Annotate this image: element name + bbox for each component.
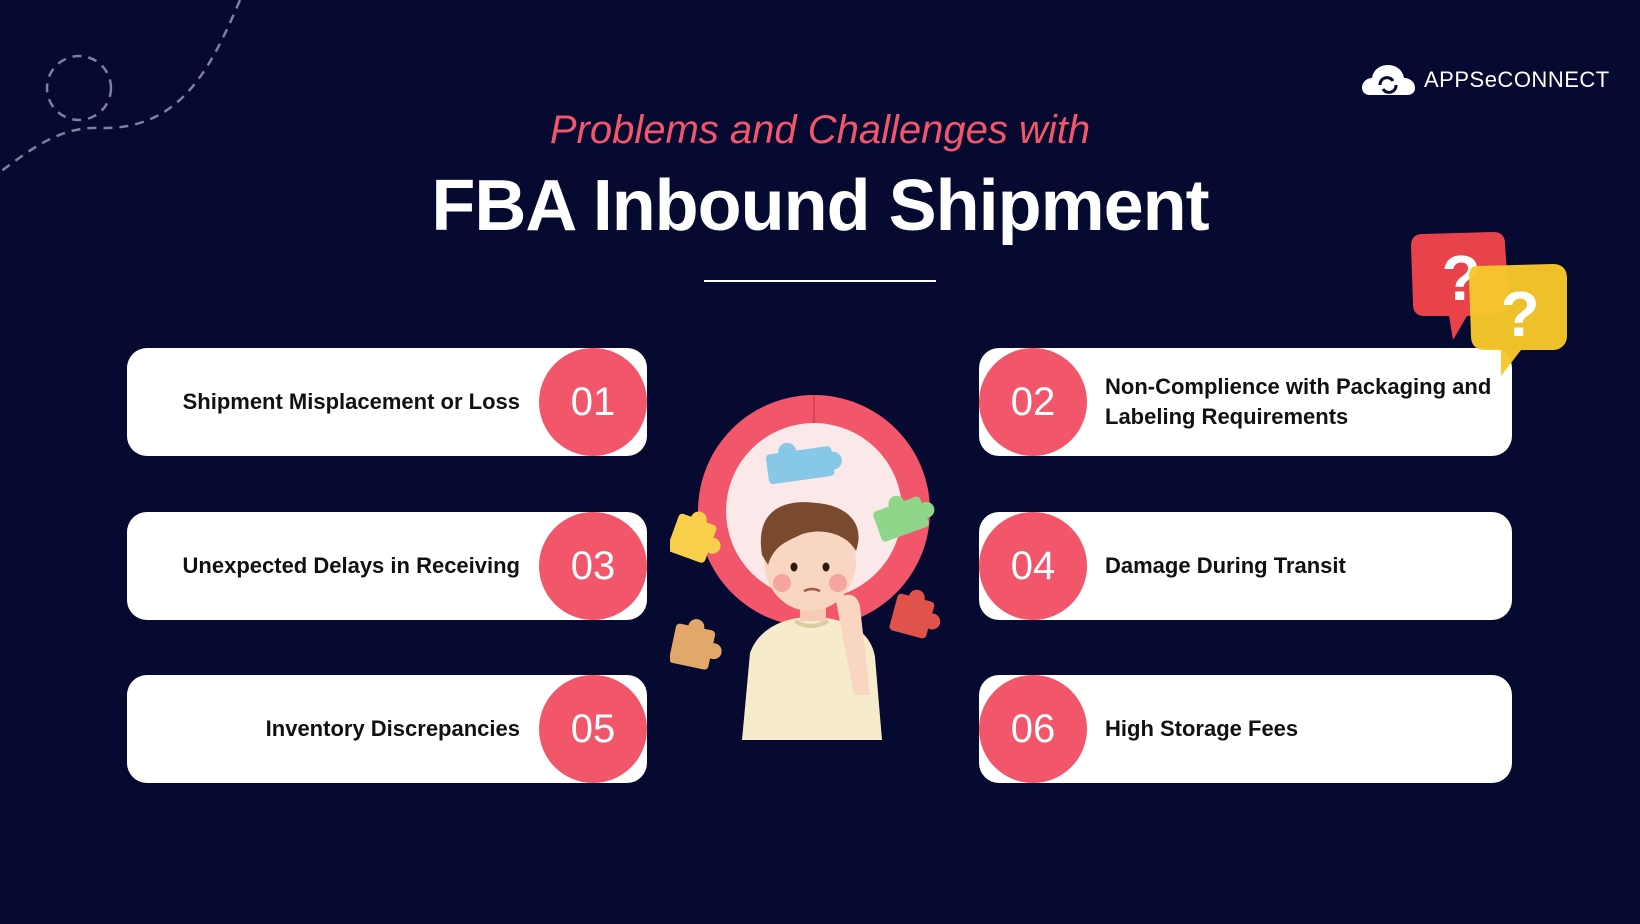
problem-label: Non-Complience with Packaging and Labeli… <box>1105 374 1492 429</box>
puzzle-piece-icon <box>765 442 842 485</box>
problem-label: Inventory Discrepancies <box>265 716 520 741</box>
problem-label: Unexpected Delays in Receiving <box>182 553 520 578</box>
problem-number-badge-3: 03 <box>539 512 647 620</box>
thinking-person-illustration <box>670 395 941 740</box>
brand-name: APPSeCONNECT <box>1424 67 1610 92</box>
dashed-path-decoration <box>0 0 242 174</box>
problem-label: Damage During Transit <box>1105 553 1346 578</box>
problem-label: Shipment Misplacement or Loss <box>182 389 520 414</box>
cloud-sync-icon <box>1362 65 1415 95</box>
brand-logo: APPSeCONNECT <box>1360 60 1610 100</box>
page-subtitle: Problems and Challenges with <box>549 108 1091 152</box>
title-divider <box>704 280 936 282</box>
svg-text:?: ? <box>1500 278 1539 350</box>
problem-number-badge-2: 02 <box>979 348 1087 456</box>
puzzle-piece-icon <box>873 495 935 542</box>
problem-number-badge-6: 06 <box>979 675 1087 783</box>
problem-number-badge-4: 04 <box>979 512 1087 620</box>
puzzle-piece-icon <box>670 511 721 563</box>
page-title: FBA Inbound Shipment <box>431 166 1209 246</box>
puzzle-piece-icon <box>889 589 941 639</box>
question-bubble-icon: ? ? <box>1411 232 1567 376</box>
problem-number-badge-1: 01 <box>539 348 647 456</box>
problem-label: High Storage Fees <box>1105 716 1299 741</box>
problem-number-badge-5: 05 <box>539 675 647 783</box>
puzzle-piece-icon <box>670 619 722 670</box>
